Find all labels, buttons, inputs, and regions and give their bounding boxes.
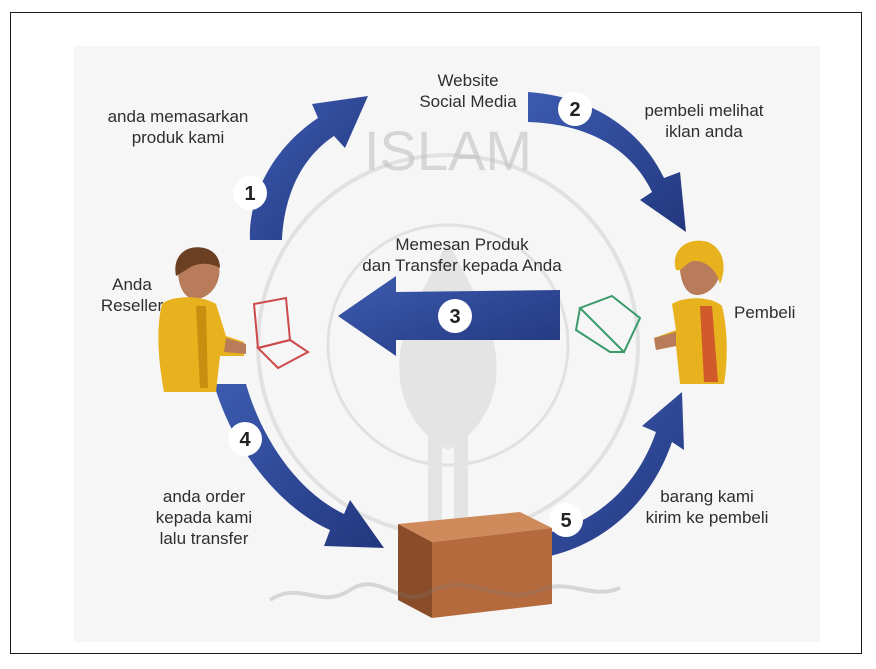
svg-text:2: 2 — [569, 99, 580, 121]
social-media-text: Social Media — [419, 92, 517, 111]
step-badge-4: 4 — [228, 422, 262, 456]
website-social-media-label: Website Social Media — [398, 70, 538, 112]
step4-label: anda order kepada kami lalu transfer — [155, 487, 253, 548]
buyer-laptop-icon — [574, 294, 642, 354]
step-badge-1: 1 — [233, 176, 267, 210]
svg-text:4: 4 — [239, 429, 251, 451]
arrow-4 — [214, 384, 384, 548]
buyer-person-icon — [654, 240, 727, 384]
step-badge-2: 2 — [558, 92, 592, 126]
reseller-laptop-icon — [252, 296, 310, 370]
svg-text:5: 5 — [560, 510, 571, 532]
step3-label: Memesan Produk dan Transfer kepada Anda — [362, 235, 562, 275]
buyer-label: Pembeli — [734, 303, 796, 322]
watermark-signature — [268, 582, 621, 602]
svg-text:1: 1 — [244, 183, 255, 205]
step2-label: pembeli melihat iklan anda — [644, 101, 764, 141]
svg-text:3: 3 — [449, 306, 460, 328]
watermark-emblem — [256, 153, 640, 537]
website-text: Website — [437, 71, 499, 90]
step-badge-5: 5 — [549, 503, 583, 537]
arrow-1 — [249, 96, 368, 240]
step-badge-3: 3 — [438, 299, 472, 333]
step5-label: barang kami kirim ke pembeli — [645, 487, 769, 527]
step1-label: anda memasarkan produk kami — [107, 107, 249, 147]
reseller-person-icon — [158, 247, 246, 392]
reseller-label: Anda Reseller — [100, 275, 164, 315]
arrow-2 — [528, 92, 686, 232]
package-box-icon — [398, 512, 552, 618]
watermark-text: ISLAM — [364, 119, 532, 182]
